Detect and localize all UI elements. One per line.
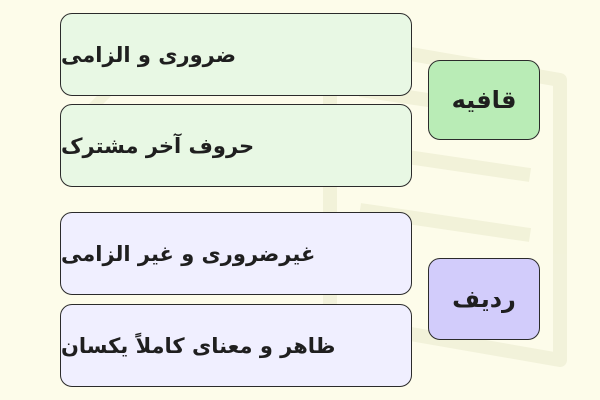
qafiyeh-item-1-text: ضروری و الزامی (61, 42, 237, 67)
radif-item-2: ظاهر و معنای کاملاً یکسان (60, 304, 412, 387)
qafiyeh-label: قافیه (428, 60, 540, 140)
qafiyeh-item-1: ضروری و الزامی (60, 13, 412, 96)
qafiyeh-item-2: حروف آخر مشترک (60, 104, 412, 187)
radif-label: ردیف (428, 258, 540, 340)
radif-item-1: غیرضروری و غیر الزامی (60, 212, 412, 295)
qafiyeh-label-text: قافیه (451, 86, 517, 114)
radif-item-2-text: ظاهر و معنای کاملاً یکسان (61, 333, 336, 358)
radif-item-1-text: غیرضروری و غیر الزامی (61, 241, 316, 266)
radif-label-text: ردیف (452, 285, 516, 313)
qafiyeh-item-2-text: حروف آخر مشترک (61, 133, 255, 158)
